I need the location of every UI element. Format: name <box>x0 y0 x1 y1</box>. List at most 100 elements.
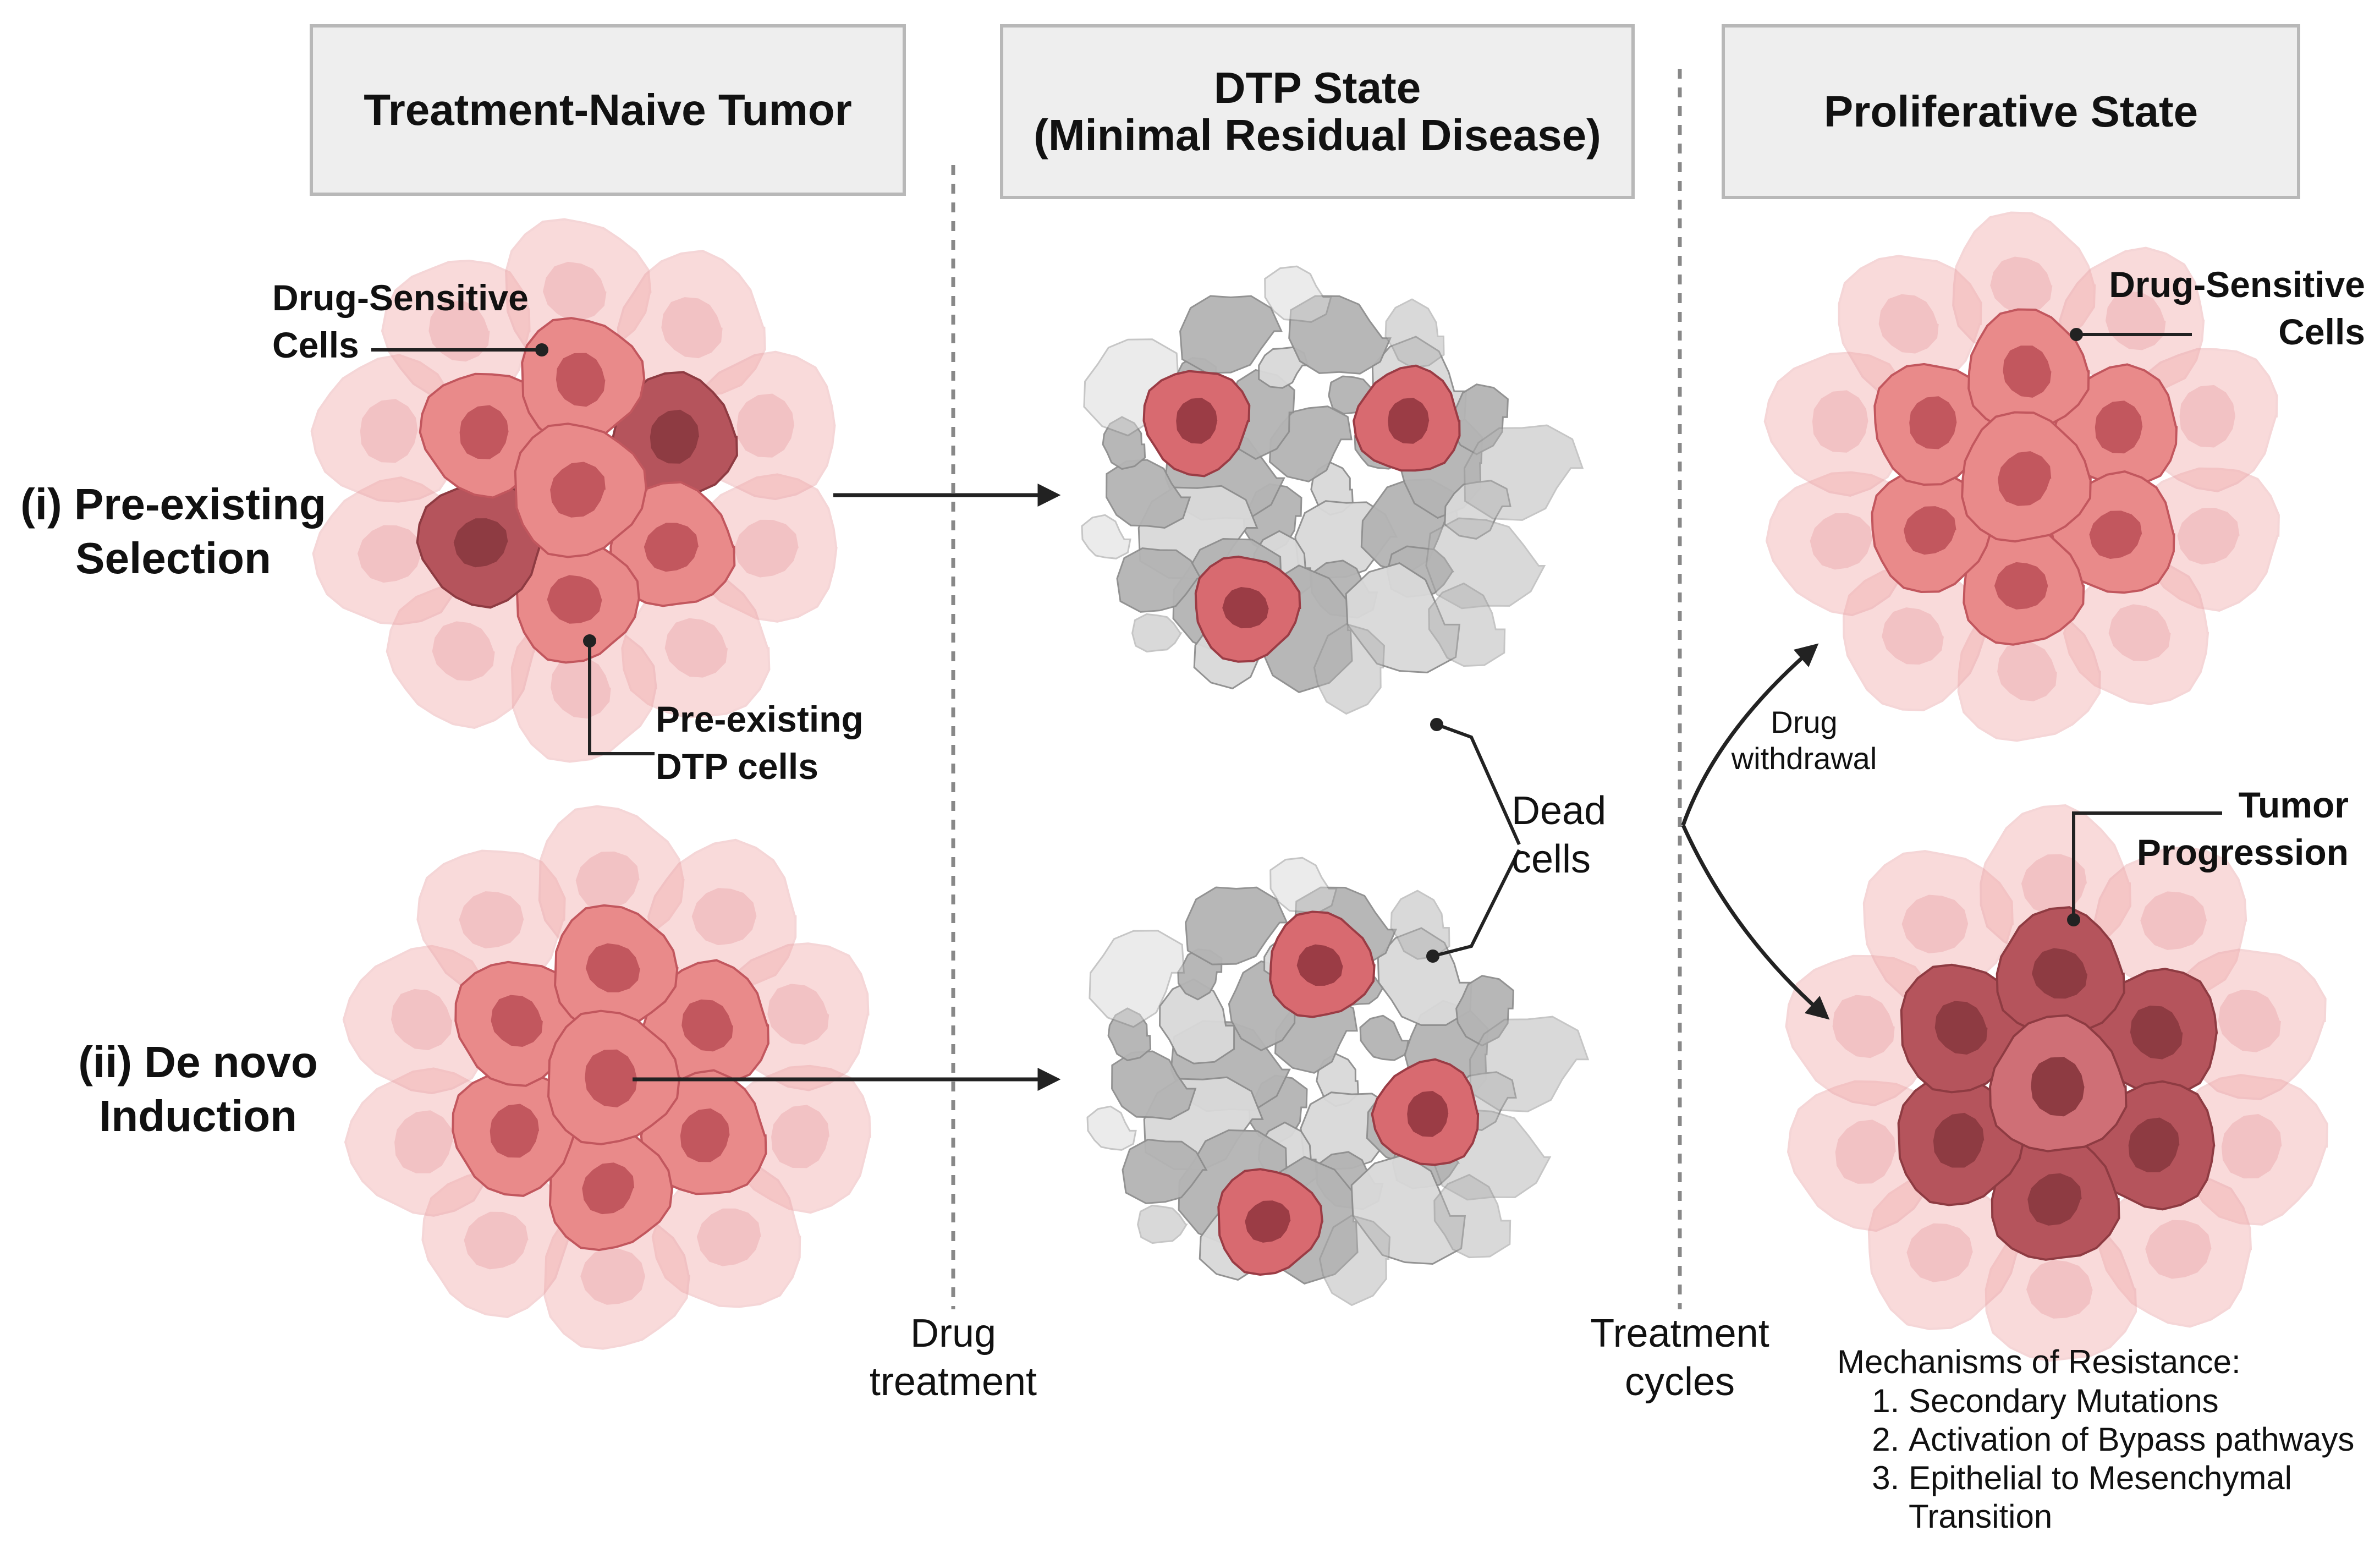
cell-nucleus <box>1810 513 1873 570</box>
mechanisms-title: Mechanisms of Resistance: <box>1837 1343 2241 1380</box>
label-drug-withdrawal-line1: Drug <box>1771 705 1838 739</box>
dead-cell <box>1463 424 1584 521</box>
cell-nucleus <box>2128 1117 2180 1172</box>
leader-dot-dead-top <box>1430 718 1443 731</box>
dead-cell <box>1106 459 1191 529</box>
mechanisms-of-resistance: Mechanisms of Resistance: Secondary Muta… <box>1837 1342 2360 1536</box>
cell-nucleus <box>771 1105 829 1168</box>
cell-nucleus <box>391 989 453 1050</box>
header-treatment-naive: Treatment-Naive Tumor <box>310 24 906 196</box>
cell-nucleus <box>2108 604 2171 661</box>
faded-cell <box>1763 352 1910 497</box>
cell-nucleus <box>2177 508 2240 565</box>
cell-nucleus <box>2089 511 2142 559</box>
cell-nucleus <box>1998 451 2052 506</box>
cell-nucleus <box>428 300 490 362</box>
header-dtp-line2: (Minimal Residual Disease) <box>1034 111 1601 160</box>
dead-cell <box>1116 547 1202 613</box>
cell-nucleus <box>2145 1220 2212 1279</box>
cell-nucleus <box>2130 1005 2183 1060</box>
dead-cell <box>1313 623 1386 715</box>
cell-nucleus <box>556 353 606 407</box>
pathway-pre-existing: (i) Pre-existing Selection <box>11 478 336 585</box>
cell-nucleus <box>1388 398 1430 444</box>
header-proliferative-text: Proliferative State <box>1823 87 2198 136</box>
label-sensitive-right-line2: Cells <box>2278 311 2365 352</box>
cell-nucleus <box>1906 1223 1973 1282</box>
label-sensitive-right-line1: Drug-Sensitive <box>2109 264 2365 305</box>
faded-cell <box>2093 846 2247 999</box>
cell-nucleus <box>736 393 795 458</box>
mechanism-item: Secondary Mutations <box>1909 1382 2360 1420</box>
dead-cell <box>1086 1105 1137 1151</box>
cell-nucleus <box>1176 398 1218 444</box>
cell-nucleus <box>681 999 733 1052</box>
label-drug-withdrawal-line2: withdrawal <box>1731 741 1877 776</box>
dead-cell <box>1359 1014 1409 1061</box>
cell-nucleus <box>575 851 640 910</box>
dead-cell <box>1179 295 1283 374</box>
dead-cell <box>1269 857 1338 914</box>
label-pre-existing-dtp-cells: Pre-existing DTP cells <box>656 695 864 790</box>
faded-cell <box>651 1159 801 1308</box>
label-dead-cells-line2: cells <box>1511 837 1591 881</box>
cell-nucleus <box>2221 1114 2282 1179</box>
mechanisms-list: Secondary Mutations Activation of Bypass… <box>1837 1382 2360 1536</box>
cell-nucleus <box>432 621 495 681</box>
dead-cell <box>1318 1214 1391 1307</box>
cell-nucleus <box>585 943 640 992</box>
cell-nucleus <box>1835 1120 1896 1184</box>
pathway-pre-existing-line1: (i) Pre-existing <box>20 480 326 529</box>
tumor-drug-sensitive <box>1763 211 2280 742</box>
cell-nucleus <box>2003 345 2052 398</box>
faded-cell <box>617 250 766 398</box>
tumor-dtp-preexisting <box>1081 265 1584 715</box>
cell-nucleus <box>360 399 418 463</box>
tumor-naive-preexisting <box>310 218 838 763</box>
cell-nucleus <box>582 1162 635 1215</box>
label-pre-existing-dtp-line2: DTP cells <box>656 746 818 787</box>
cell-nucleus <box>2179 385 2235 448</box>
mechanism-item: Epithelial to Mesenchymal Transition <box>1909 1459 2360 1536</box>
cell-nucleus <box>1882 607 1944 665</box>
cell-nucleus <box>2032 948 2088 999</box>
label-dead-cells-line1: Dead <box>1511 789 1607 833</box>
leader-dot-dead-bottom <box>1426 950 1439 963</box>
cell-nucleus <box>551 656 611 719</box>
label-drug-sensitive-line1: Drug-Sensitive <box>272 277 529 318</box>
cell-nucleus <box>464 1211 529 1270</box>
label-treatment-cycles: Treatment cycles <box>1570 1309 1790 1406</box>
cell-nucleus <box>1407 1091 1449 1137</box>
cell-nucleus <box>1934 1001 1988 1055</box>
cell-nucleus <box>661 297 723 359</box>
label-drug-sensitive-line2: Cells <box>272 325 359 365</box>
cell-nucleus <box>1832 995 1895 1058</box>
dead-cell <box>1131 613 1183 653</box>
pathway-de-novo: (ii) De novo Induction <box>44 1035 352 1143</box>
cell-nucleus <box>691 888 757 946</box>
mechanism-item: Activation of Bypass pathways <box>1909 1420 2360 1459</box>
cell-nucleus <box>1933 1112 1985 1168</box>
cell-nucleus <box>2218 989 2281 1052</box>
arrow-drug-withdrawal <box>1681 643 1819 826</box>
dead-cell <box>1081 514 1131 559</box>
faded-cell <box>342 945 492 1095</box>
dead-cell <box>1158 978 1235 1064</box>
cell-nucleus <box>2026 1260 2093 1319</box>
cell-nucleus <box>664 618 728 678</box>
tumor-progression <box>1785 804 2329 1362</box>
dead-cell <box>1137 1204 1188 1244</box>
label-tumor-progression-line2: Progression <box>2136 832 2349 872</box>
cell-nucleus <box>547 575 602 624</box>
cell-nucleus <box>1878 294 1939 354</box>
leader-dot-sensitive-right <box>2070 328 2083 341</box>
tumor-dtp-denovo <box>1086 857 1590 1307</box>
faded-cell <box>310 354 460 503</box>
cell-nucleus <box>644 523 699 572</box>
leader-tumor-progression <box>2072 811 2222 920</box>
cell-nucleus <box>453 518 508 568</box>
dead-cell <box>1089 930 1185 1028</box>
faded-cell <box>1785 954 1938 1107</box>
dead-cell <box>1122 1138 1208 1204</box>
